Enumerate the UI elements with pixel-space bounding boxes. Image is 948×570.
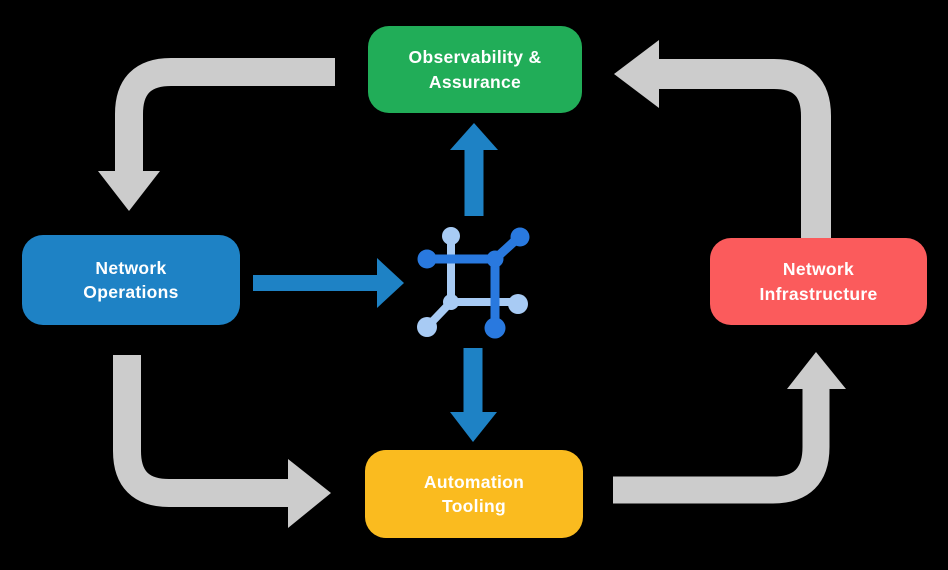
- node-network-infrastructure: Network Infrastructure: [710, 238, 927, 325]
- arrow-operations-to-tooling: [113, 355, 331, 528]
- network-mesh-icon: [417, 227, 530, 339]
- node-observability-assurance: Observability & Assurance: [368, 26, 582, 113]
- network-mesh-icon-dark-part: [417, 227, 530, 339]
- node-observability-assurance-label: Observability & Assurance: [408, 47, 542, 92]
- node-network-operations: Network Operations: [22, 235, 240, 325]
- arrow-center-to-observability: [450, 123, 498, 216]
- node-automation-tooling: Automation Tooling: [365, 450, 583, 538]
- node-network-infrastructure-label: Network Infrastructure: [759, 259, 878, 304]
- arrow-operations-to-center: [253, 258, 404, 308]
- arrow-infrastructure-to-observability: [614, 40, 831, 240]
- arrow-tooling-to-infrastructure: [613, 352, 846, 504]
- arrow-observability-to-operations: [98, 58, 335, 211]
- node-network-operations-label: Network Operations: [83, 257, 179, 302]
- arrow-center-to-tooling: [450, 348, 497, 442]
- node-automation-tooling-label: Automation Tooling: [423, 471, 525, 516]
